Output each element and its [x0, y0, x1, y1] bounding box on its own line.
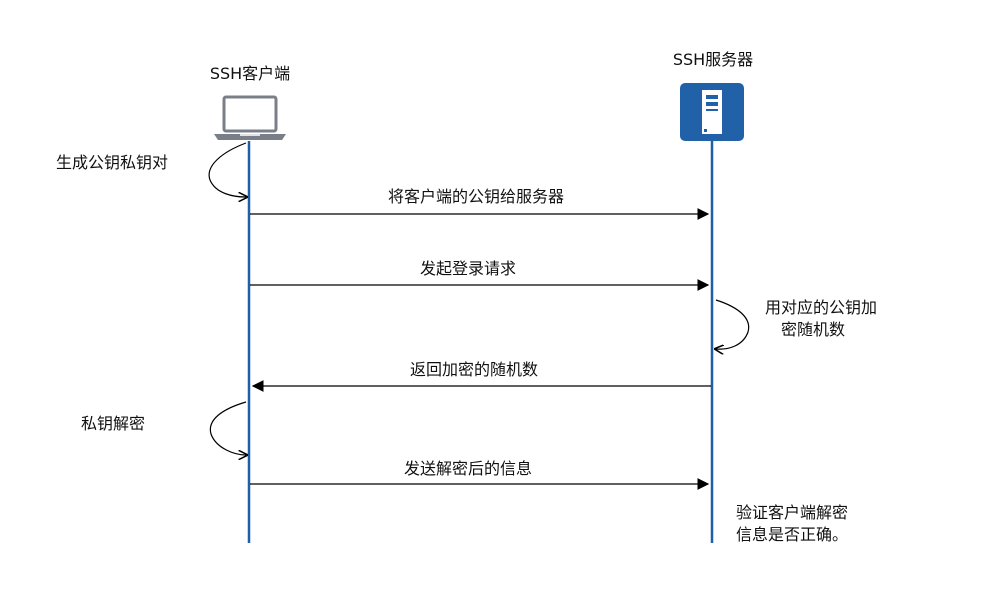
- server-icon: [680, 83, 744, 141]
- action-verify: 验证客户端解密 信息是否正确。: [736, 502, 848, 546]
- server-title: SSH服务器: [672, 50, 754, 69]
- action-private-decrypt: 私钥解密: [81, 414, 146, 433]
- message-login-request: 发起登录请求: [419, 259, 517, 278]
- message-send-pubkey: 将客户端的公钥给服务器: [387, 187, 565, 206]
- action-verify-line2: 信息是否正确。: [736, 525, 849, 544]
- action-encrypt-random: 用对应的公钥加 密随机数: [765, 297, 877, 341]
- self-loop-generate-keys: [208, 142, 246, 197]
- self-loop-encrypt-random: [716, 299, 750, 349]
- self-loop-private-decrypt: [209, 401, 246, 455]
- laptop-icon: [214, 95, 286, 140]
- action-encrypt-random-line1: 用对应的公钥加: [765, 298, 878, 317]
- action-verify-line1: 验证客户端解密: [736, 503, 849, 522]
- action-generate-keys: 生成公钥私钥对: [56, 153, 169, 172]
- client-title: SSH客户端: [209, 64, 291, 83]
- action-encrypt-random-line2: 密随机数: [781, 320, 846, 339]
- message-send-decrypted: 发送解密后的信息: [403, 459, 533, 478]
- message-return-random: 返回加密的随机数: [409, 360, 539, 379]
